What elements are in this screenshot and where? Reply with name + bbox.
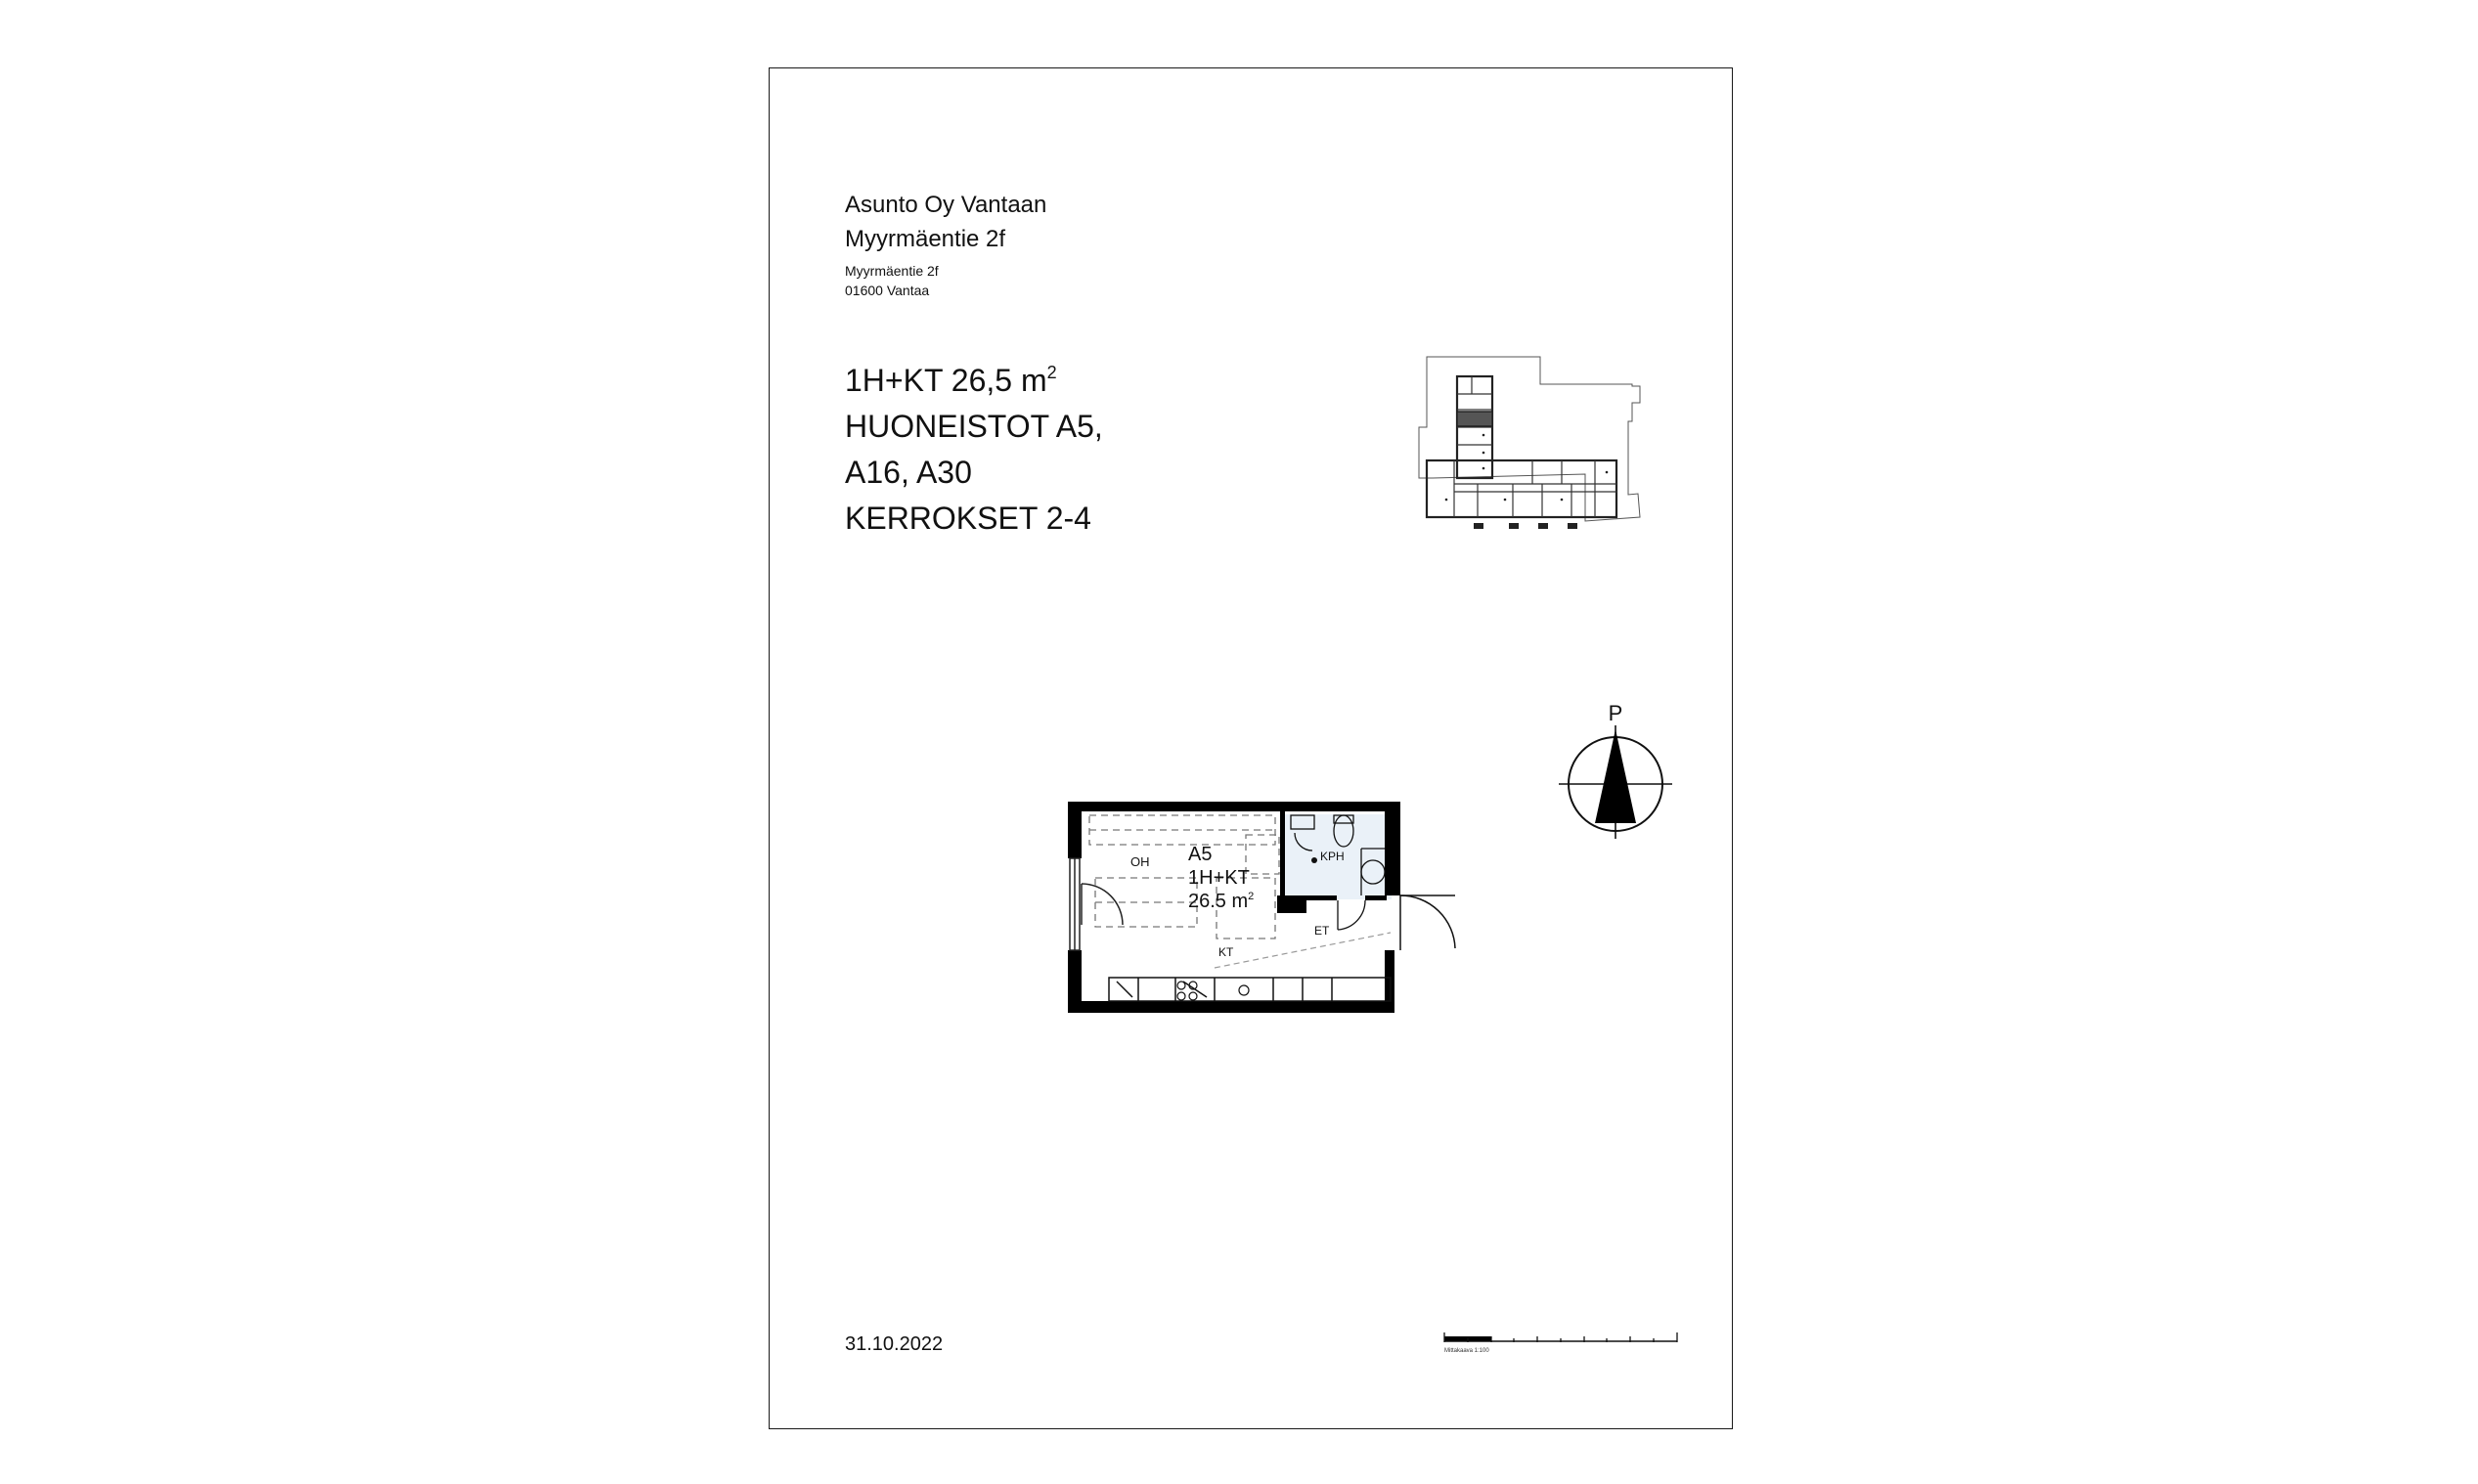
room-label-entrance: ET [1314, 924, 1330, 938]
room-label-bathroom: KPH [1320, 850, 1345, 863]
bath-wall-west [1280, 811, 1285, 905]
type-area-text: 1H+KT 26,5 m [845, 363, 1047, 398]
wall-west-upper [1068, 802, 1082, 858]
sink-icon [1238, 984, 1250, 996]
building-key-plan [1418, 356, 1641, 529]
bath-wall-south [1280, 895, 1337, 900]
kitchen-counter [1108, 977, 1392, 1002]
plan-apartment-id: A5 [1188, 844, 1212, 865]
plan-apartment-area: 26.5 m2 [1188, 891, 1254, 912]
site-outline [1418, 356, 1641, 522]
wall-south [1068, 1001, 1391, 1013]
shelf [1245, 834, 1280, 875]
scale-label: Mittakaava 1:100 [1444, 1348, 1489, 1354]
plan-apartment-type: 1H+KT [1188, 867, 1250, 889]
key-plan-main-wing [1425, 458, 1618, 519]
company-name: Asunto Oy Vantaan [845, 192, 1047, 218]
postal-address: 01600 Vantaa [845, 283, 930, 298]
apartment-type-area: 1H+KT 26,5 m2 [845, 364, 1057, 396]
floor-plan-sheet: Asunto Oy Vantaan Myyrmäentie 2f Myyrmäe… [769, 67, 1733, 1429]
wall-west-lower [1068, 950, 1082, 1013]
north-label: P [1609, 701, 1623, 725]
partition-block [1277, 895, 1306, 913]
north-arrow-icon: P [1559, 701, 1672, 839]
room-label-kitchen: KT [1218, 945, 1234, 959]
room-label-living: OH [1130, 854, 1150, 869]
drawing-date: 31.10.2022 [845, 1333, 944, 1355]
west-door-swing [1081, 883, 1124, 926]
wall-north [1068, 802, 1400, 811]
wall-east-upper [1385, 802, 1400, 895]
project-name: Myyrmäentie 2f [845, 226, 1006, 252]
sink-cabinet [1290, 814, 1315, 830]
scale-bar: Mittakaava 1:100 [1443, 1332, 1678, 1354]
shower-door [1294, 832, 1313, 851]
stove-icon [1176, 981, 1198, 1001]
entrance-door-swing [1399, 895, 1456, 949]
apartment-list-line-1: HUONEISTOT A5, [845, 409, 1103, 444]
apartment-floor-plan: OH A5 1H+KT 26.5 m2 KPH KT ET [1068, 802, 1456, 1013]
key-plan-highlighted-apartment [1456, 411, 1493, 427]
area-unit-superscript: 2 [1046, 363, 1057, 382]
sofa-table [1216, 877, 1276, 939]
street-address: Myyrmäentie 2f [845, 263, 939, 279]
wall-east-lower [1385, 950, 1394, 1013]
apartment-list-line-2: A16, A30 [845, 455, 972, 490]
bath-wall-south-east [1365, 895, 1387, 900]
bath-door-swing [1337, 899, 1366, 931]
floors-label: KERROKSET 2-4 [845, 501, 1091, 536]
